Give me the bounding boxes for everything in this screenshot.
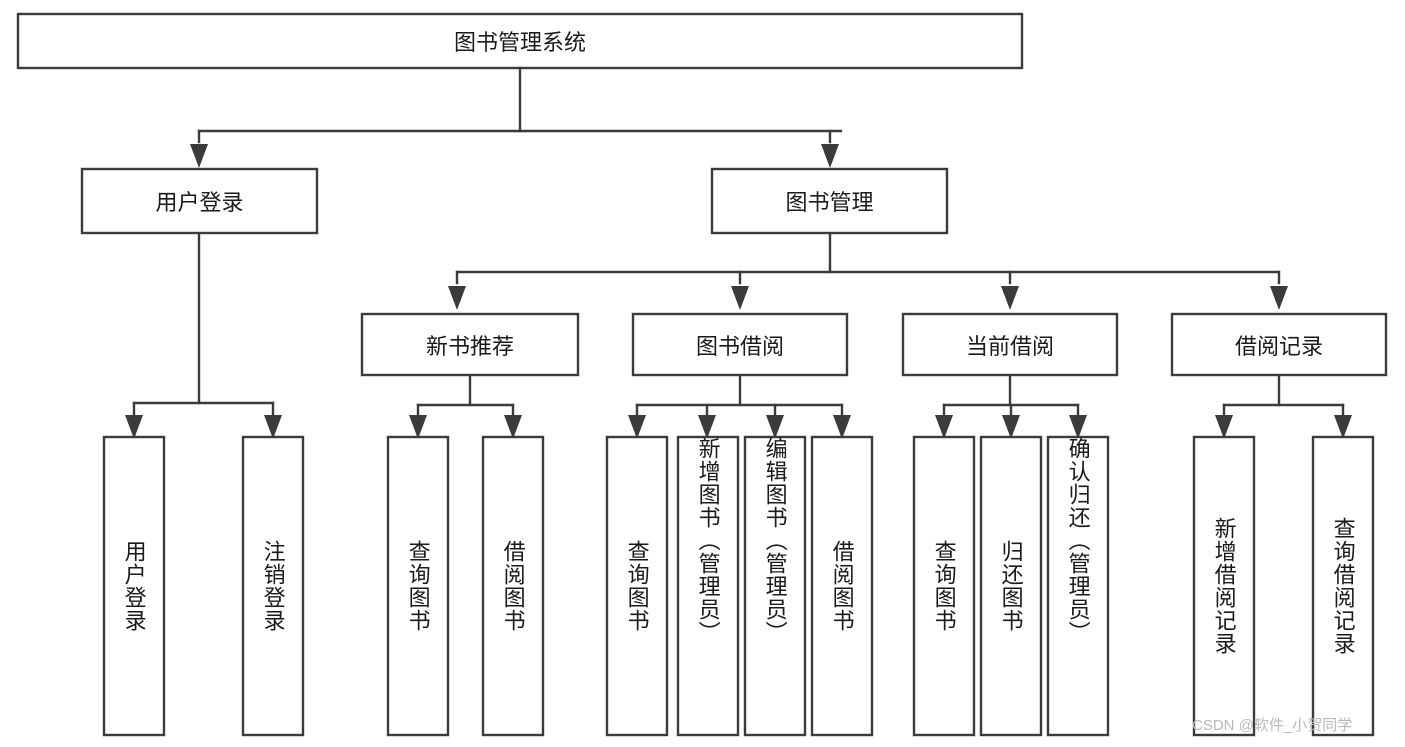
leaf-add-book-box[interactable] <box>676 435 740 737</box>
leaf-query-record-box[interactable] <box>1311 435 1375 737</box>
leaf-confirm-return-box[interactable] <box>1046 435 1110 737</box>
leaf-return-book-box[interactable] <box>979 435 1043 737</box>
leaf-borrow-book-1-box[interactable] <box>481 435 545 737</box>
node-new-book-recommend-box[interactable] <box>360 312 580 377</box>
leaf-query-book-2-box[interactable] <box>605 435 669 737</box>
connector-bookmanage-to-level3 <box>448 231 1288 310</box>
connector-newbook-to-leaves <box>409 373 522 439</box>
node-user-login-box[interactable] <box>80 167 319 235</box>
node-root-box[interactable] <box>16 12 1024 70</box>
connector-userlogin-to-leaves <box>125 231 282 439</box>
leaf-query-book-3-box[interactable] <box>912 435 976 737</box>
node-current-borrow-box[interactable] <box>901 312 1119 377</box>
node-borrow-record-box[interactable] <box>1170 312 1388 377</box>
leaf-user-login-box[interactable] <box>102 435 166 737</box>
node-book-borrow-box[interactable] <box>631 312 849 377</box>
leaf-query-book-1-box[interactable] <box>386 435 450 737</box>
leaf-borrow-book-2-box[interactable] <box>810 435 874 737</box>
connector-bookborrow-to-leaves <box>628 373 851 439</box>
connector-root-to-level2 <box>190 66 843 168</box>
connector-currentborrow-to-leaves <box>935 373 1087 439</box>
connector-borrowrecord-to-leaves <box>1215 373 1352 439</box>
leaf-logout-box[interactable] <box>241 435 305 737</box>
node-book-manage-box[interactable] <box>710 167 949 235</box>
leaf-add-record-box[interactable] <box>1192 435 1256 737</box>
leaf-edit-book-box[interactable] <box>743 435 807 737</box>
